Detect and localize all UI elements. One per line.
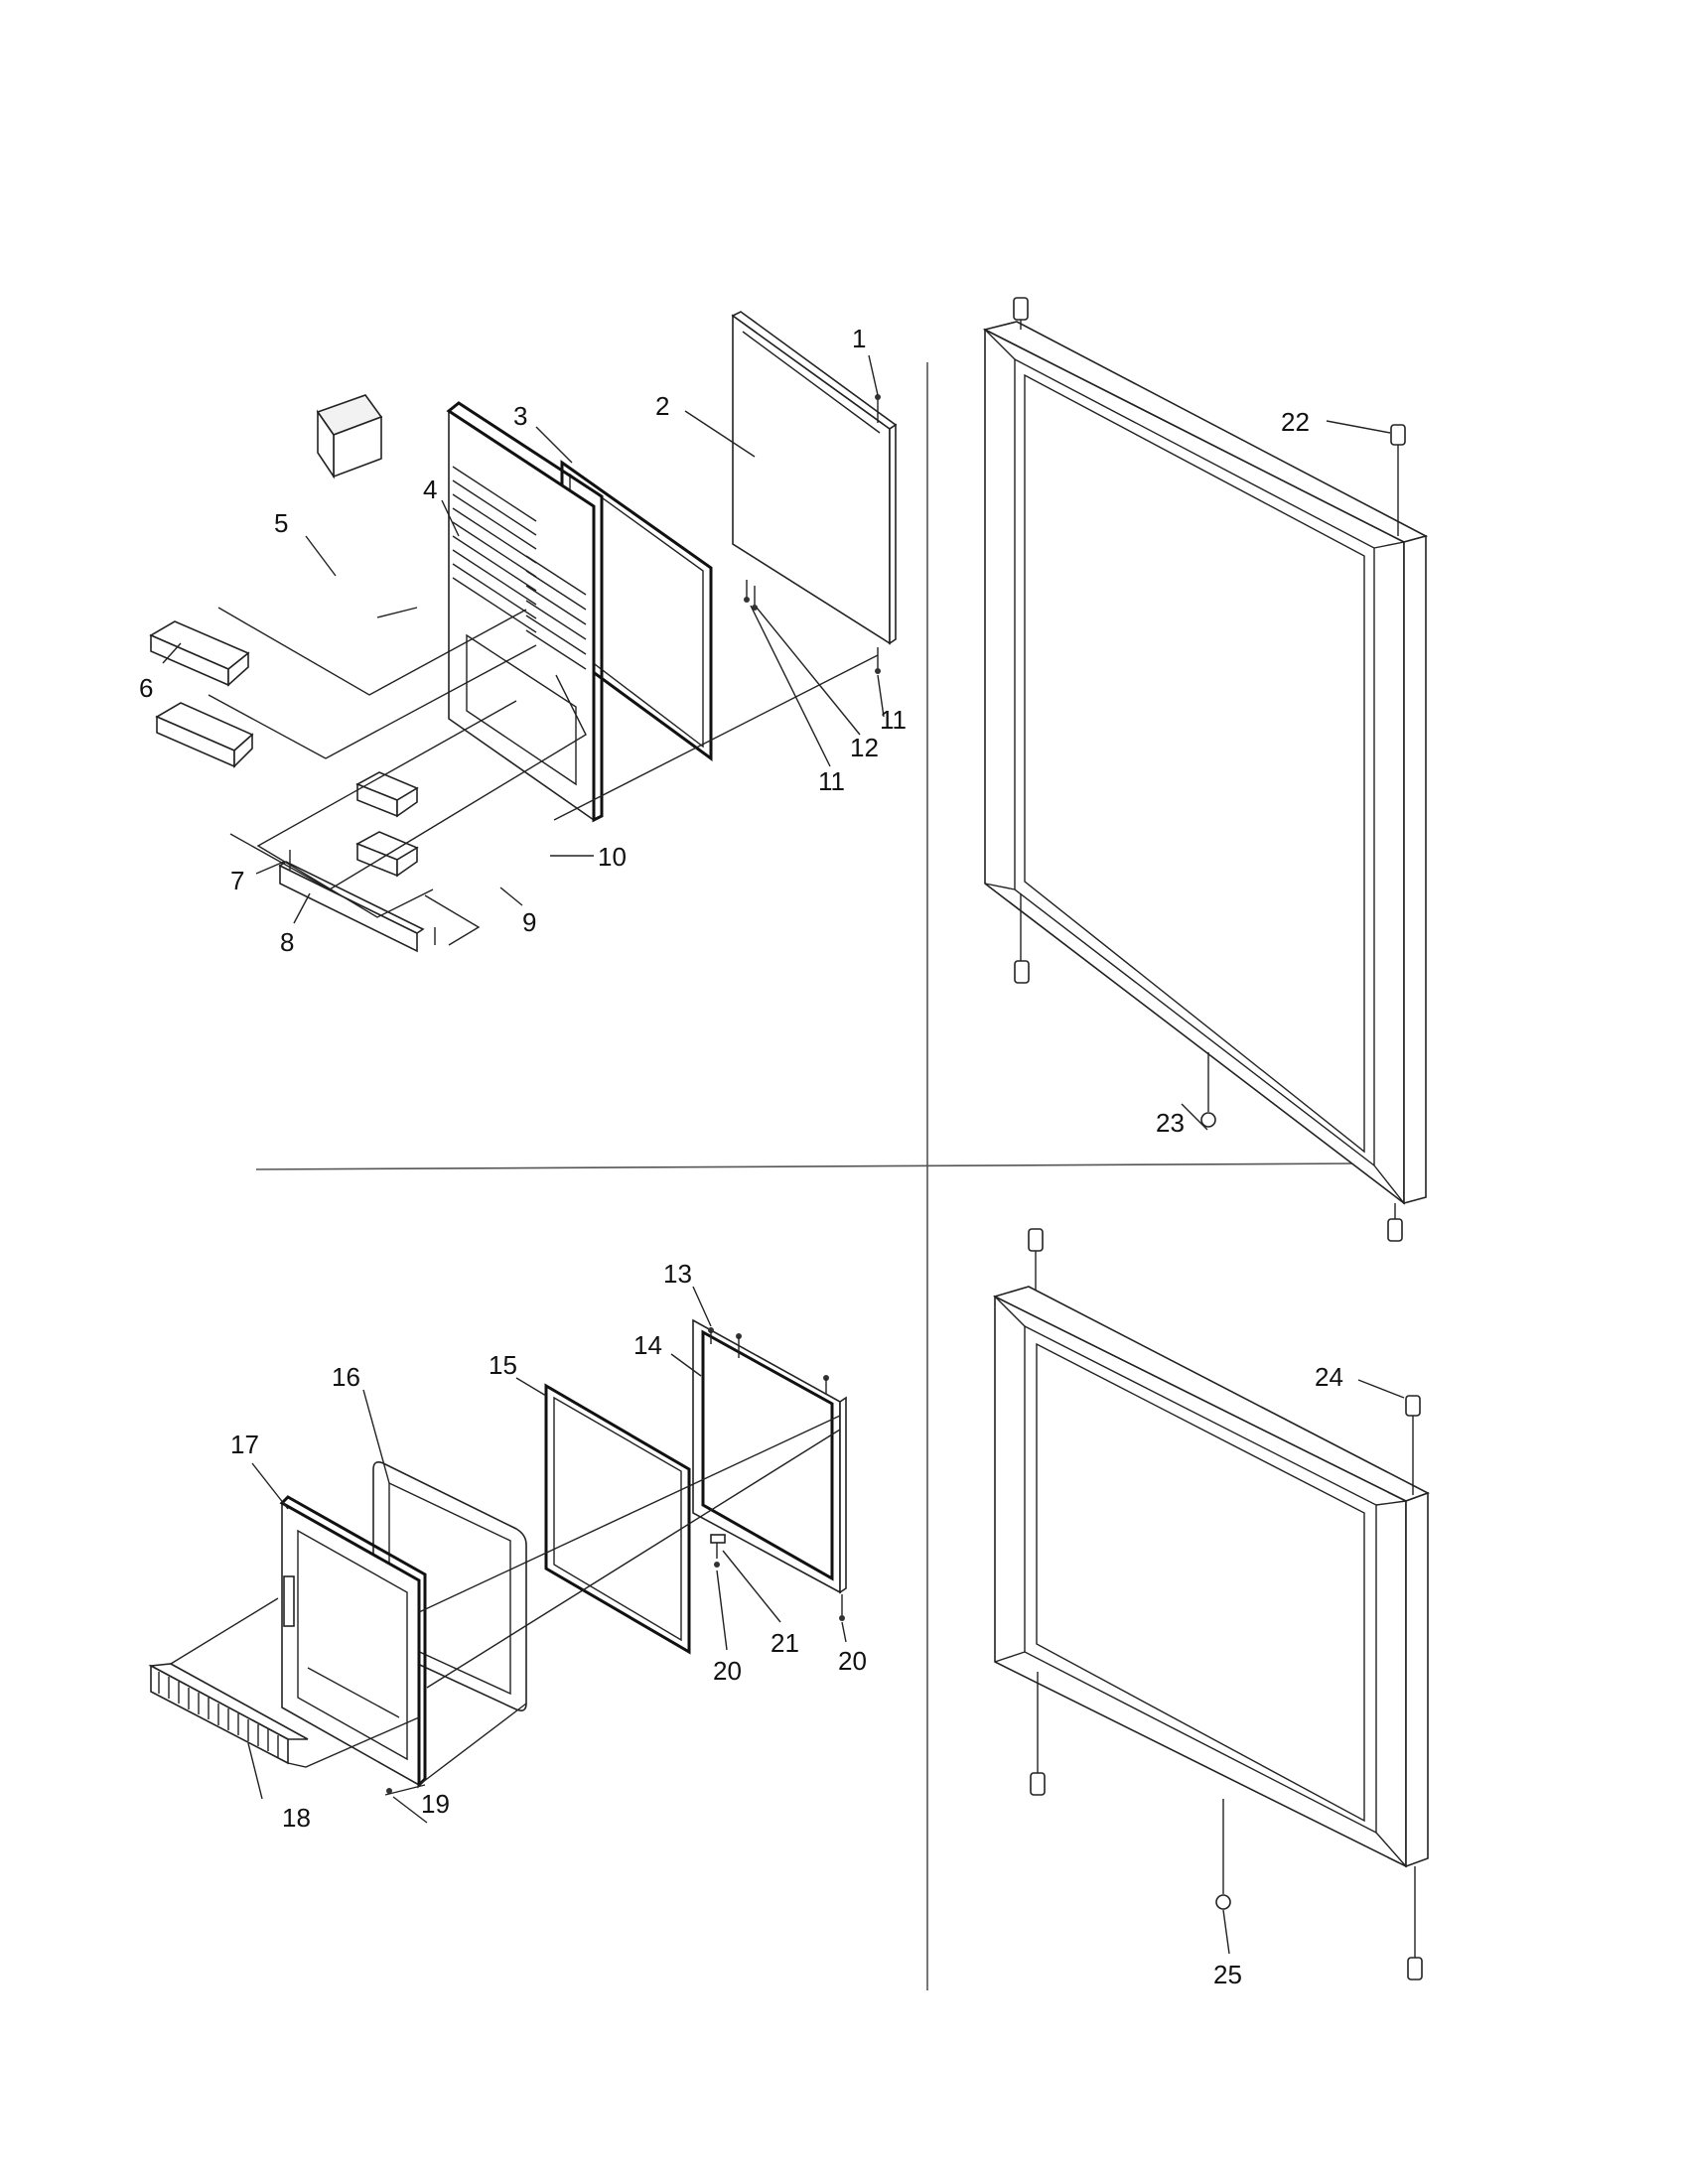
callout-14: 14 [633,1330,662,1360]
callout-9: 9 [522,907,536,937]
freezer-frame-feet [1028,1228,1423,1980]
callout-13: 13 [663,1259,692,1289]
callout-20-left: 20 [713,1656,742,1686]
door-screws [744,394,881,674]
dairy-compartment [316,394,383,479]
outer-door-panel [731,311,898,645]
assembly-leaders-top [208,607,879,946]
callout-18: 18 [282,1803,311,1833]
callout-25: 25 [1213,1960,1242,1989]
callout-7: 7 [230,866,244,895]
callout-labels: 1 2 3 4 5 6 7 8 9 10 11 11 12 13 14 15 1… [139,324,1343,1989]
callout-12: 12 [850,733,879,762]
inner-door-liner [446,401,604,823]
callout-23: 23 [1156,1108,1185,1138]
callout-5: 5 [274,508,288,538]
callout-17: 17 [230,1430,259,1459]
callout-21: 21 [771,1628,799,1658]
frame-feet-top [1013,297,1406,1242]
freezer-frame [992,1228,1430,1980]
horizontal-divider [255,1162,1361,1170]
fresh-food-frame [982,297,1429,1242]
freezer-outer-panel [692,1318,847,1594]
freezer-basket [148,1663,309,1765]
assembly-leaders-bottom [170,1415,841,1796]
freezer-door-assembly [148,1318,847,1796]
small-bin-lower [355,831,419,878]
door-bin-lower [155,702,254,768]
callout-6: 6 [139,673,153,703]
freezer-screws [386,1327,845,1794]
callout-15: 15 [489,1350,517,1380]
callout-22: 22 [1281,407,1310,437]
callout-19: 19 [421,1789,450,1819]
freezer-gasket [544,1383,691,1655]
fresh-food-door-assembly [149,311,898,953]
callout-2: 2 [655,391,669,421]
callout-10: 10 [598,842,627,872]
callout-24: 24 [1315,1362,1343,1392]
door-bin-upper [149,620,250,687]
callout-11-left: 11 [818,766,845,796]
callout-20-right: 20 [838,1646,867,1676]
callout-leaders [162,354,1405,1955]
callout-1: 1 [852,324,866,353]
callout-3: 3 [513,401,527,431]
liner-shelf-ribs [452,466,587,670]
callout-4: 4 [423,475,437,504]
small-bin-upper [355,771,419,818]
callout-8: 8 [280,927,294,957]
callout-11-right: 11 [880,705,907,735]
callout-16: 16 [332,1362,360,1392]
freezer-inner-door [279,1495,427,1789]
